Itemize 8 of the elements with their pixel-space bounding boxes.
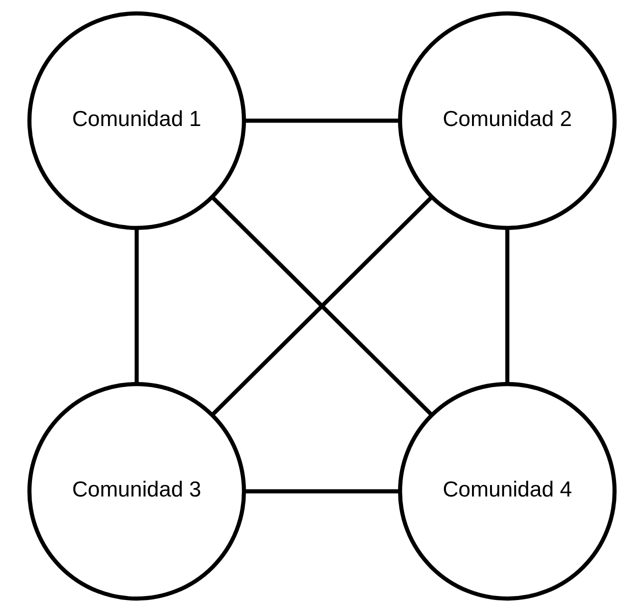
connector <box>134 228 139 384</box>
connector <box>505 228 510 384</box>
node-circle: Comunidad 2 <box>398 11 617 230</box>
connector <box>244 489 400 494</box>
connector <box>244 118 400 123</box>
node-circle: Comunidad 1 <box>27 11 246 230</box>
node-circle: Comunidad 4 <box>398 382 617 601</box>
node-circle: Comunidad 3 <box>27 382 246 601</box>
